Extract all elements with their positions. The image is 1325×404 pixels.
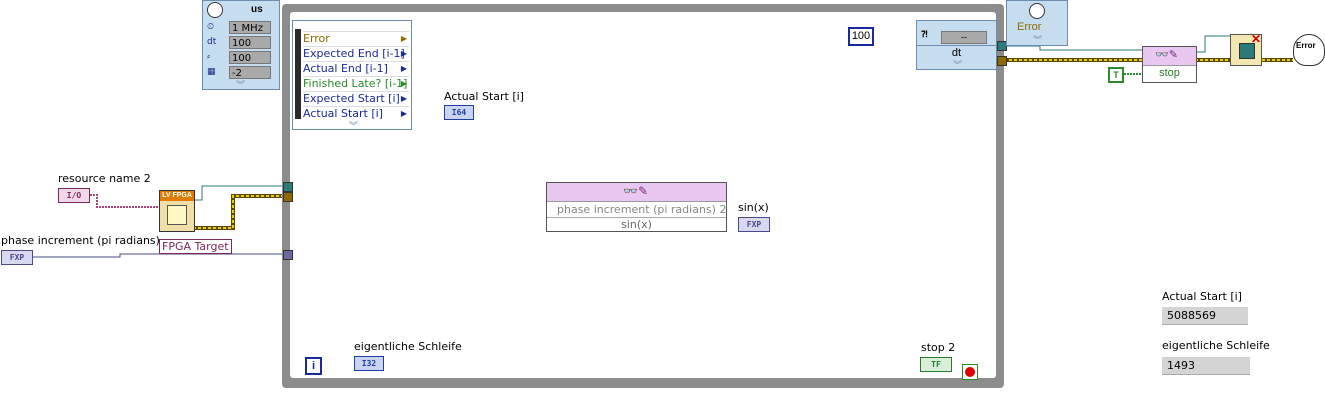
chevron-down-icon[interactable]: ︾ [1033,35,1043,45]
phase-increment-terminal[interactable]: FXP [1,250,33,265]
glasses-pencil-icon: 👓✎ [623,184,648,198]
error-node-label[interactable]: Error [1017,21,1042,33]
eigentliche-schleife-terminal[interactable]: I32 [354,356,384,371]
resource-name-terminal[interactable]: I/O [58,188,90,203]
error-handler-text: Error [1296,41,1316,50]
tunnel-teal-left[interactable] [283,182,293,192]
invoke-node-header: 👓✎ [1143,47,1196,66]
true-constant[interactable]: T [1108,67,1124,83]
loop-timing-config-node[interactable]: us ⏲ 1 MHz dt 100 ⸗ 100 ▦ -2 ︾ [202,0,280,90]
tunnel-error-left[interactable] [283,192,293,202]
property-node-header: 👓✎ [547,183,726,202]
fp-actual-start-indicator: 5088569 [1162,307,1248,325]
fpga-target-reference[interactable]: LV FPGA [159,190,195,232]
left-node-item-finished-late[interactable]: Finished Late? [i-1]▶ [303,76,409,91]
tunnel-teal-right[interactable] [997,41,1007,51]
arrow-right-icon: ▶ [400,49,407,58]
clock-icon [1029,3,1045,19]
left-node-item-actual-end[interactable]: Actual End [i-1] ▶ [303,61,409,76]
left-data-node[interactable]: Error▶ Expected End [i-1]▶ Actual End [i… [292,20,412,131]
error-clock-node[interactable]: Error ︾ [1006,0,1068,46]
clock-icon [207,2,223,18]
invoke-node[interactable]: 👓✎ stop [1142,46,1197,83]
left-node-item-expected-end[interactable]: Expected End [i-1]▶ [303,46,409,61]
left-node-item-label: Expected Start [i] [303,92,400,105]
actual-start-label: Actual Start [i] [444,90,524,103]
fpga-chip-icon [167,205,187,225]
right-node-dt[interactable]: dt [917,45,996,60]
left-node-item-label: Expected End [i-1] [303,47,405,60]
offset-icon: ⸗ [207,52,210,62]
right-node-top-value[interactable]: -- [941,31,987,44]
timing-dt-value[interactable]: 100 [229,36,271,49]
timing-offset-value[interactable]: 100 [229,51,271,64]
property-node-row-phase[interactable]: phase increment (pi radians) 2 [547,203,736,217]
stop-condition-icon[interactable] [962,364,978,380]
left-node-item-label: Finished Late? [i-1] [303,77,408,90]
arrow-right-icon: ▶ [400,109,407,118]
iteration-terminal[interactable]: i [305,357,322,375]
processor-icon: ▦ [207,67,216,77]
sinx-terminal[interactable]: FXP [738,217,770,232]
fpga-target-label: FPGA Target [159,239,232,254]
data-node-bar [295,29,301,119]
resource-name-label: resource name 2 [58,172,151,185]
left-node-item-error[interactable]: Error ▶ [303,31,409,46]
fpga-icon-header: LV FPGA [160,191,194,201]
property-row-label: phase increment (pi radians) 2 [557,203,727,216]
tunnel-phase-left[interactable] [283,250,293,260]
dt-key: dt [207,37,217,47]
right-timing-node[interactable]: ⁈ -- dt ︾ [916,20,997,70]
stop-red-dot [965,367,975,377]
chevron-down-icon[interactable]: ︾ [236,80,246,90]
source-clock-icon: ⏲ [207,22,215,32]
property-row-label: sin(x) [621,218,652,231]
right-node-icon: ⁈ [921,29,928,39]
close-x-icon: ✕ [1251,32,1262,46]
tunnel-error-right[interactable] [997,56,1007,66]
property-node[interactable]: 👓✎ phase increment (pi radians) 2 sin(x) [546,182,727,232]
eigentliche-schleife-label: eigentliche Schleife [354,340,462,353]
arrow-right-icon: ▶ [400,79,407,88]
timing-processor-value[interactable]: -2 [229,66,271,79]
left-node-item-label: Error [303,32,330,45]
chevron-down-icon[interactable]: ︾ [953,60,963,70]
left-node-item-actual-start[interactable]: Actual Start [i] ▶ [303,106,409,121]
simple-error-handler-icon[interactable]: Error [1293,34,1325,66]
dt-constant[interactable]: 100 [848,27,874,46]
sinx-label: sin(x) [738,201,769,214]
left-node-item-expected-start[interactable]: Expected Start [i]▶ [303,91,409,106]
stop-label: stop 2 [921,341,956,354]
timing-source-value[interactable]: 1 MHz [229,21,271,34]
actual-start-terminal[interactable]: I64 [444,105,474,120]
close-reference-icon[interactable]: ✕ [1230,32,1262,66]
stop-terminal[interactable]: TF [920,357,952,372]
invoke-node-stop-label: stop [1159,67,1180,79]
timing-unit-label: us [251,4,263,15]
close-ref-inner [1239,43,1255,59]
arrow-right-icon: ▶ [400,64,407,73]
property-node-row-sinx[interactable]: sin(x) [547,217,726,232]
fp-eigentliche-label: eigentliche Schleife [1162,339,1270,352]
phase-increment-label: phase increment (pi radians) [1,234,160,247]
fp-eigentliche-indicator: 1493 [1162,357,1250,375]
fp-actual-start-label: Actual Start [i] [1162,290,1242,303]
left-node-item-label: Actual Start [i] [303,107,383,120]
chevron-down-icon[interactable]: ︾ [349,121,359,131]
arrow-right-icon: ▶ [400,94,407,103]
left-node-item-label: Actual End [i-1] [303,62,388,75]
glasses-pencil-icon: 👓✎ [1155,49,1178,61]
arrow-right-icon: ▶ [400,34,407,43]
